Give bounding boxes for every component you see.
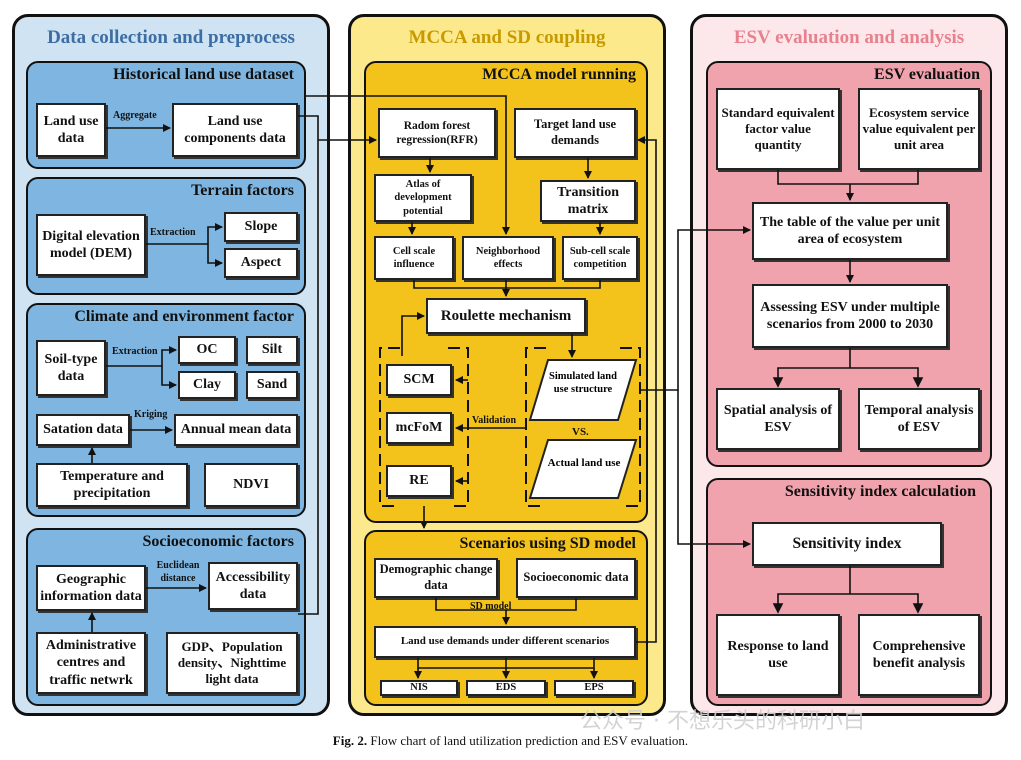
- slope-box: Slope: [224, 212, 298, 242]
- sens-split: [777, 593, 919, 612]
- arrow-to-esv-table: [640, 226, 751, 391]
- nis-box: NIS: [380, 680, 458, 696]
- section-title: Socioeconomic factors: [142, 533, 294, 550]
- column-title: MCCA and SD coupling: [408, 27, 606, 48]
- aspect-box: Aspect: [224, 248, 298, 278]
- sd-model-label: SD model: [470, 601, 512, 612]
- response-box: Response to land use: [716, 614, 840, 696]
- arrow-to-neighborhood: [304, 95, 510, 235]
- value-table-box: The table of the value per unit area of …: [752, 202, 948, 260]
- aggregate-label: Aggregate: [113, 110, 157, 121]
- caption-text: Flow chart of land utilization predictio…: [367, 733, 689, 748]
- neighborhood-box: Neighborhood effects: [462, 236, 554, 280]
- geographic-info-box: Geographic information data: [36, 565, 146, 611]
- temperature-box: Temperature and precipitation: [36, 463, 188, 507]
- annual-mean-box: Annual mean data: [174, 414, 298, 446]
- re-box: RE: [386, 465, 452, 497]
- simulated-land-use: Simulated land use structure: [549, 371, 617, 396]
- section-title: Historical land use dataset: [113, 66, 294, 83]
- ndvi-box: NDVI: [204, 463, 298, 507]
- scenario-demands-box: Land use demands under different scenari…: [374, 626, 636, 658]
- arrow-to-sensitivity: [677, 390, 751, 548]
- figure-caption: Fig. 2. Flow chart of land utilization p…: [0, 733, 1021, 749]
- dashed-left-bracket: [379, 347, 400, 507]
- section-title: Terrain factors: [191, 182, 294, 199]
- column-title: ESV evaluation and analysis: [733, 27, 965, 48]
- watermark: 公众号 · 不想乐头的科研小白: [580, 709, 865, 734]
- socioeconomic-data-box: Socioeconomic data: [516, 558, 636, 598]
- section-title: Scenarios using SD model: [459, 535, 636, 552]
- eps-box: EPS: [554, 680, 634, 696]
- land-use-data-box: Land use data: [36, 103, 106, 157]
- comprehensive-box: Comprehensive benefit analysis: [858, 614, 980, 696]
- simulated-parallelogram: [528, 359, 638, 421]
- extraction-label: Extraction: [150, 227, 196, 238]
- target-demands-box: Target land use demands: [514, 108, 636, 158]
- sd-merge: [435, 598, 577, 611]
- spatial-analysis-box: Spatial analysis of ESV: [716, 388, 840, 450]
- arrow-oc: [106, 346, 177, 367]
- clay-box: Clay: [178, 371, 236, 399]
- temporal-analysis-box: Temporal analysis of ESV: [858, 388, 980, 450]
- collector-bracket: [298, 115, 319, 615]
- arrow-slope: [146, 223, 223, 245]
- mcfom-box: mcFoM: [386, 412, 452, 444]
- merge-to-roulette: [413, 280, 601, 289]
- dashed-left-bracket-right: [448, 347, 469, 507]
- gdp-box: GDP、Population density、Nighttime light d…: [166, 632, 298, 694]
- land-use-components-box: Land use components data: [172, 103, 298, 157]
- arrow-aspect: [207, 244, 223, 267]
- arrow-demands-target: [636, 136, 657, 643]
- dem-box: Digital elevation model (DEM): [36, 214, 146, 276]
- assess-split: [777, 367, 919, 386]
- transition-matrix-box: Transition matrix: [540, 180, 636, 222]
- column-title: Data collection and preprocess: [47, 27, 295, 48]
- caption-label: Fig. 2.: [332, 733, 368, 748]
- roulette-box: Roulette mechanism: [426, 298, 586, 334]
- ecosystem-value-box: Ecosystem service value equivalent per u…: [858, 88, 980, 170]
- sensitivity-index-box: Sensitivity index: [752, 522, 942, 566]
- section-title: Sensitivity index calculation: [784, 483, 976, 500]
- station-data-box: Satation data: [36, 414, 130, 446]
- actual-parallelogram: [528, 439, 638, 499]
- oc-box: OC: [178, 336, 236, 364]
- section-title: Climate and environment factor: [74, 308, 294, 325]
- dashed-right-bracket-right: [620, 347, 641, 507]
- validation-label: Validation: [472, 415, 517, 426]
- extraction-label: Extraction: [112, 346, 158, 357]
- sub-cell-box: Sub-cell scale competition: [562, 236, 638, 280]
- kriging-label: Kriging: [134, 409, 168, 420]
- rfr-box: Radom forest regression(RFR): [378, 108, 496, 158]
- actual-land-use: Actual land use: [547, 457, 621, 469]
- cell-scale-box: Cell scale influence: [374, 236, 454, 280]
- assessing-esv-box: Assessing ESV under multiple scenarios f…: [752, 284, 948, 348]
- accessibility-box: Accessibility data: [208, 562, 298, 610]
- atlas-box: Atlas of development potential: [374, 174, 472, 222]
- section-title: MCCA model running: [482, 66, 636, 83]
- demographic-box: Demographic change data: [374, 558, 498, 598]
- section-title: ESV evaluation: [874, 66, 980, 83]
- scm-box: SCM: [386, 364, 452, 396]
- arrow-clay: [161, 366, 177, 389]
- administrative-box: Administrative centres and traffic netwr…: [36, 632, 146, 694]
- silt-box: Silt: [246, 336, 298, 364]
- standard-factor-box: Standard equivalent factor value quantit…: [716, 88, 840, 170]
- sand-box: Sand: [246, 371, 298, 399]
- dashed-right-bracket: [525, 347, 546, 507]
- eds-box: EDS: [466, 680, 546, 696]
- euclidean-label: Euclidean distance: [156, 560, 200, 584]
- soil-type-box: Soil-type data: [36, 340, 106, 396]
- vs-label: VS.: [572, 426, 589, 438]
- esv-merge: [777, 170, 919, 185]
- arrow-roulette-loop: [401, 312, 425, 356]
